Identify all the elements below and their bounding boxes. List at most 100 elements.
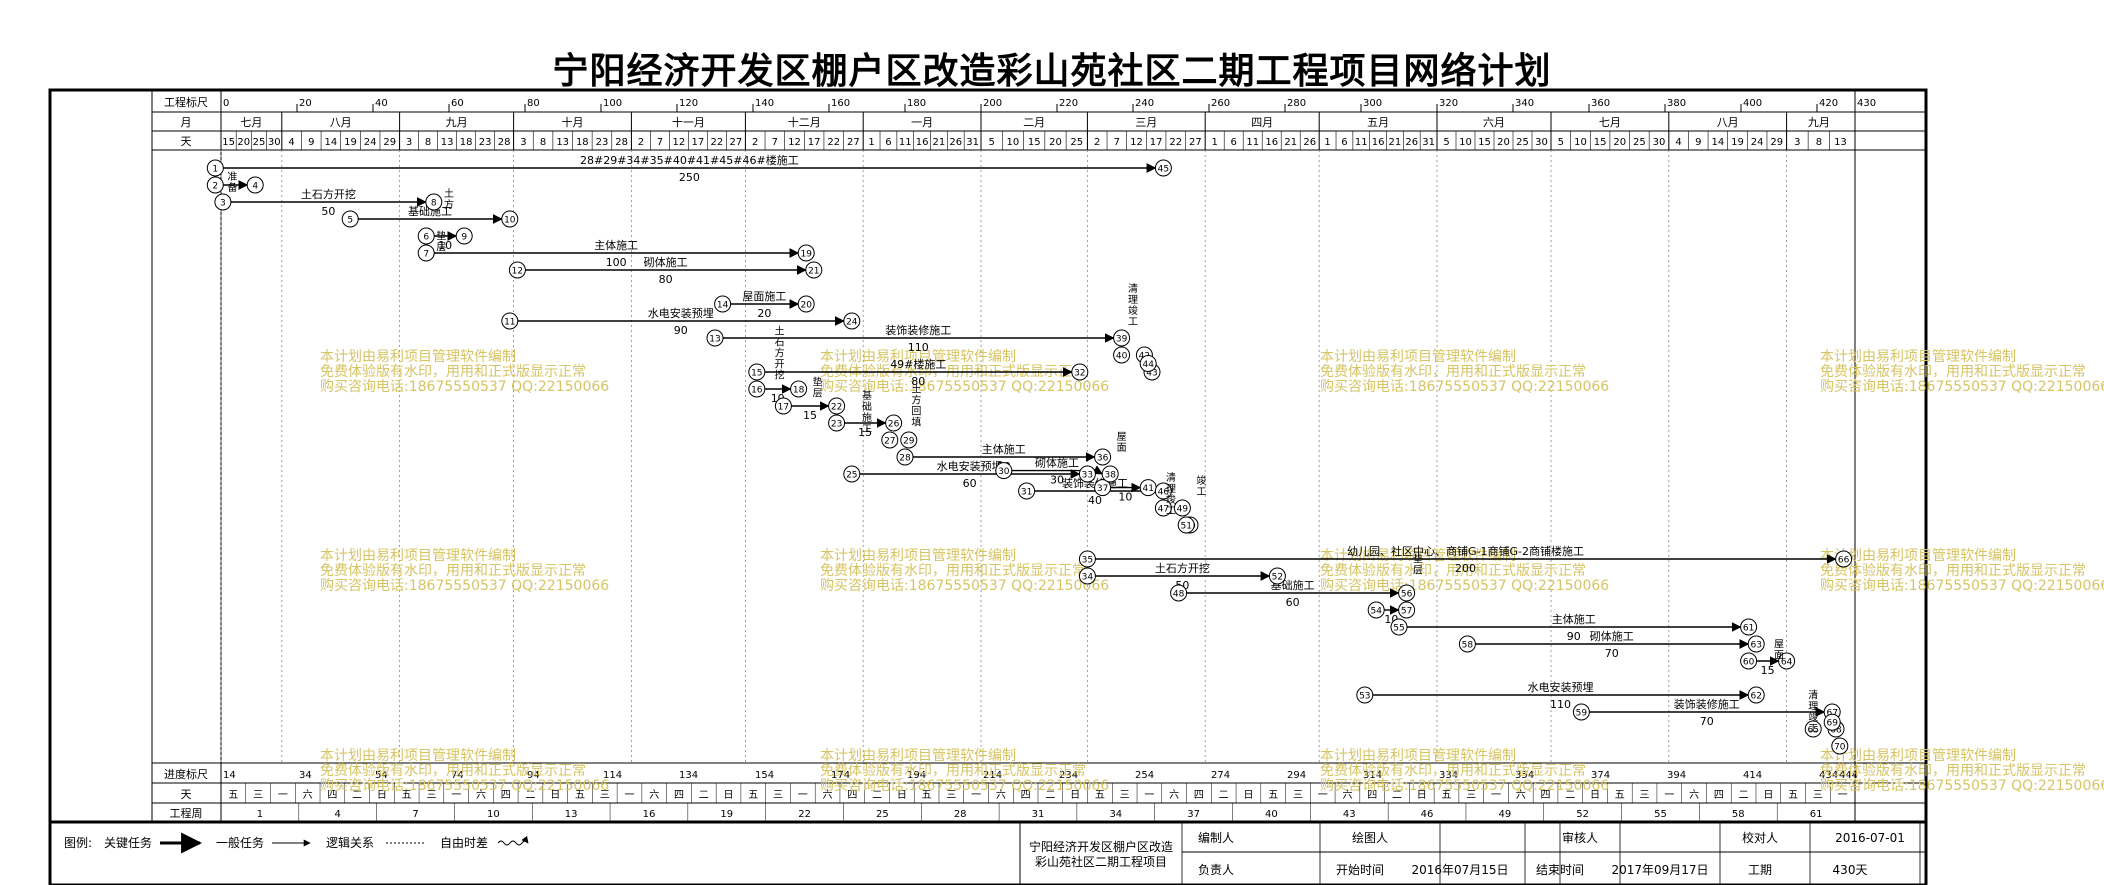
event-node (843, 465, 861, 483)
event-node (1154, 159, 1172, 177)
event-node-label: 54 (1370, 607, 1382, 617)
day-number: 18 (460, 137, 473, 148)
weekday-char: 二 (1045, 790, 1055, 801)
month-label: 二月 (1023, 116, 1045, 129)
day-number: 10 (1007, 137, 1020, 148)
watermark-line: 购买咨询电话:18675550537 QQ:22150066 (1320, 578, 1609, 594)
top-scale-label: 360 (1591, 98, 1610, 109)
day-number: 31 (966, 137, 979, 148)
watermark-line: 免费体验版有水印，用用和正式版显示正常 (320, 563, 586, 579)
weekday-char: 六 (303, 789, 313, 801)
event-node (417, 227, 435, 245)
watermark-line: 购买咨询电话:18675550537 QQ:22150066 (320, 578, 609, 594)
start-value: 2016年07月15日 (1411, 863, 1508, 877)
watermark-line: 购买咨询电话:18675550537 QQ:22150066 (1820, 379, 2104, 395)
weekday-char: 五 (748, 790, 758, 801)
week-row-label: 工程周 (170, 807, 203, 820)
event-node (206, 159, 224, 177)
day-number: 8 (540, 137, 546, 148)
weekday-char: 三 (426, 790, 436, 801)
day-number: 17 (1150, 137, 1163, 148)
day-number: 24 (364, 137, 377, 148)
task-duration: 10 (438, 239, 452, 252)
day-number: 26 (949, 137, 962, 148)
event-node-label: 34 (1082, 573, 1094, 583)
event-node (790, 380, 808, 398)
week-number: 58 (1732, 809, 1745, 820)
task-name: 基础施工 (408, 205, 452, 218)
task-name: 装饰装修施工 (1674, 697, 1740, 711)
day-number: 23 (596, 137, 609, 148)
event-node (508, 261, 526, 279)
event-node (706, 329, 724, 347)
day-number: 5 (1558, 137, 1564, 148)
day-number: 26 (1303, 137, 1316, 148)
event-node-label: 55 (1393, 624, 1404, 634)
task-duration: 60 (1286, 596, 1300, 609)
event-node-label: 27 (884, 437, 895, 447)
watermark-line: 免费体验版有水印，用用和正式版显示正常 (1320, 364, 1586, 380)
watermark-line: 免费体验版有水印，用用和正式版显示正常 (1820, 763, 2086, 779)
event-node-label: 38 (1104, 471, 1116, 481)
event-node-label: 59 (1576, 709, 1588, 719)
event-node (881, 431, 899, 449)
reviewer-label: 审核人 (1562, 830, 1598, 845)
task-name: 水电安装预埋 (648, 306, 714, 320)
event-node (1747, 635, 1765, 653)
event-node-label: 10 (504, 216, 516, 226)
event-node (714, 295, 732, 313)
event-node (900, 431, 918, 449)
weekday-char: 二 (872, 790, 882, 801)
compiler-label: 编制人 (1198, 830, 1234, 845)
vertical-label: 清理竣工 (1128, 282, 1138, 328)
event-node (1804, 720, 1822, 738)
task-name: 屋面施工 (742, 290, 786, 303)
month-label: 五月 (1367, 116, 1389, 129)
event-node (797, 295, 815, 313)
watermark-line: 本计划由易利项目管理软件编制 (1320, 748, 1516, 764)
day-number: 22 (1169, 137, 1182, 148)
day-number: 20 (1497, 137, 1510, 148)
event-node (1740, 618, 1758, 636)
day-number: 25 (1516, 137, 1529, 148)
day-number: 2 (752, 137, 758, 148)
manager-label: 负责人 (1198, 863, 1234, 877)
weekday-char: 三 (600, 790, 610, 801)
progress-label: 54 (375, 770, 388, 781)
start-label: 开始时间 (1336, 863, 1384, 877)
event-node (1390, 618, 1408, 636)
week-number: 16 (643, 809, 656, 820)
task-duration: 40 (1088, 494, 1102, 507)
event-node-label: 29 (903, 437, 915, 447)
event-node (1740, 652, 1758, 670)
event-node-label: 15 (751, 369, 762, 379)
day-number: 11 (1355, 137, 1368, 148)
day-number: 30 (268, 137, 281, 148)
event-node (1458, 635, 1476, 653)
event-node-label: 36 (1097, 454, 1109, 464)
month-label: 八月 (330, 116, 352, 129)
weekday-char: 日 (897, 790, 907, 801)
day-number: 18 (576, 137, 589, 148)
task-duration: 250 (679, 171, 700, 184)
event-node (748, 363, 766, 381)
weekday-char: 一 (1318, 790, 1328, 801)
progress-label: 134 (679, 770, 698, 781)
event-node-label: 56 (1401, 590, 1413, 600)
watermark-line: 免费体验版有水印，用用和正式版显示正常 (820, 563, 1086, 579)
event-node (1835, 550, 1853, 568)
week-number: 52 (1576, 809, 1589, 820)
day-number: 13 (441, 137, 454, 148)
watermark-line: 购买咨询电话:18675550537 QQ:22150066 (820, 379, 1109, 395)
task-name: 28#29#34#35#40#41#45#46#楼施工 (580, 153, 799, 167)
event-node-label: 35 (1082, 556, 1093, 566)
event-node-label: 64 (1781, 658, 1793, 668)
watermark-line: 购买咨询电话:18675550537 QQ:22150066 (320, 778, 609, 794)
month-label: 十二月 (788, 115, 821, 129)
progress-label: 314 (1363, 770, 1382, 781)
weekday-char: 四 (327, 790, 337, 801)
weekday-char: 六 (1689, 789, 1699, 801)
progress-label: 394 (1667, 770, 1686, 781)
event-node-label: 19 (800, 250, 812, 260)
